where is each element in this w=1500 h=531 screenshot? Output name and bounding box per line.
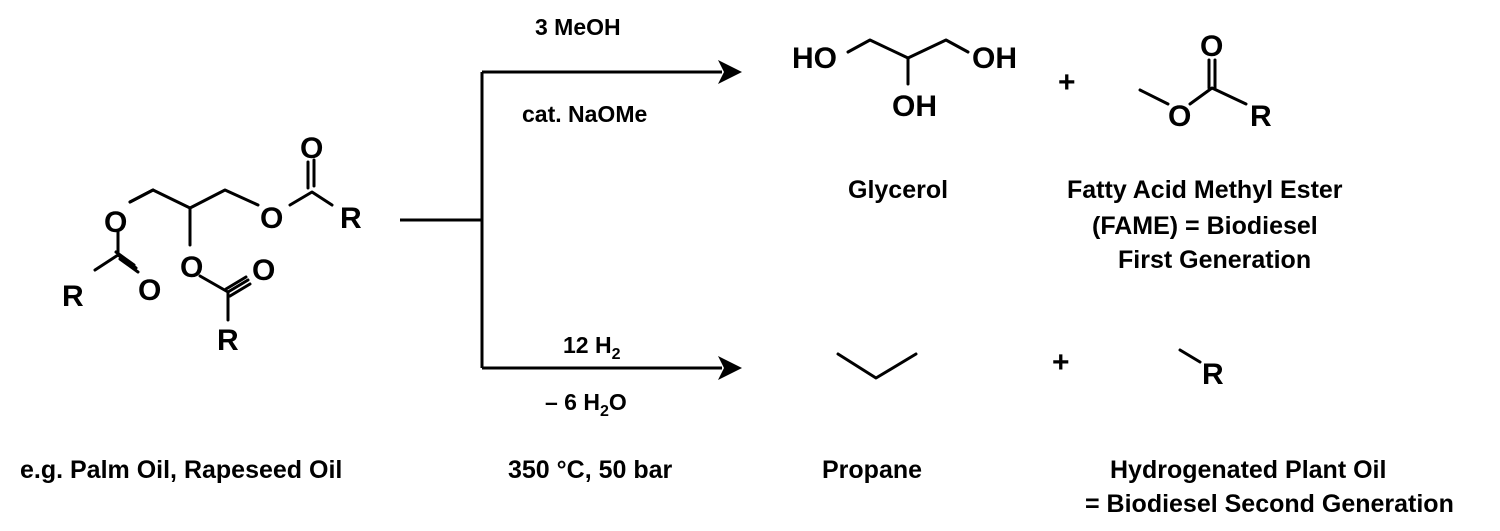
triglyceride-left-carbonyl-bond xyxy=(114,250,140,274)
glycerol-hydroxyl-middle: OH xyxy=(892,90,937,123)
triglyceride-middle-carbonyl-bond xyxy=(224,275,252,298)
triglyceride-carbonyl-oxygen-middle: O xyxy=(252,254,275,287)
triglyceride-r-left: R xyxy=(62,280,84,313)
alkane-r-group: R xyxy=(1202,358,1224,391)
fame-bonds xyxy=(1138,58,1248,106)
reaction-arrows xyxy=(400,60,742,380)
triglyceride-oxygen-middle: O xyxy=(180,251,203,284)
triglyceride-carbonyl-oxygen-right: O xyxy=(300,132,323,165)
propane-caption: Propane xyxy=(822,456,922,484)
triglyceride-middle-ester-bond xyxy=(188,206,250,322)
fame-carbonyl-oxygen: O xyxy=(1200,30,1223,63)
alkane-methyl-bond xyxy=(1178,348,1202,364)
triglyceride-right-ester-bond xyxy=(288,158,334,207)
reaction-conditions: 350 °C, 50 bar xyxy=(508,456,673,484)
glycerol-caption: Glycerol xyxy=(848,176,948,204)
starting-material-caption: e.g. Palm Oil, Rapeseed Oil xyxy=(20,456,342,484)
plus-sign-bottom: + xyxy=(1052,346,1070,379)
glycerol-structure: HO OH OH xyxy=(792,38,1017,123)
triglyceride-structure: O R O O O R O O R xyxy=(62,132,362,357)
plus-sign-top: + xyxy=(1058,66,1076,99)
reagent-water-main: – 6 H xyxy=(545,389,600,415)
reagent-hydrogen-main: 12 H xyxy=(563,332,612,358)
reagent-catalyst: cat. NaOMe xyxy=(522,101,647,127)
reagent-methanol: 3 MeOH xyxy=(535,14,621,40)
reagent-water-subscript: 2 xyxy=(600,403,609,420)
glycerol-hydroxyl-right: OH xyxy=(972,42,1017,75)
reagent-water-oxygen: O xyxy=(609,389,627,415)
alkane-structure: R xyxy=(1178,348,1224,391)
fame-structure: O O R xyxy=(1138,30,1272,133)
fame-caption-line2: (FAME) = Biodiesel xyxy=(1092,212,1318,240)
triglyceride-carbonyl-oxygen-left: O xyxy=(138,274,161,307)
reagent-hydrogen-subscript: 2 xyxy=(612,346,621,363)
propane-structure xyxy=(836,352,918,380)
fame-r-group: R xyxy=(1250,100,1272,133)
hvo-caption-line2: = Biodiesel Second Generation xyxy=(1085,490,1454,518)
glycerol-hydroxyl-left: HO xyxy=(792,42,837,75)
triglyceride-oxygen-left: O xyxy=(104,206,127,239)
triglyceride-r-middle: R xyxy=(217,324,239,357)
fame-caption-line3: First Generation xyxy=(1118,246,1311,274)
triglyceride-r-right: R xyxy=(340,202,362,235)
glycerol-bonds xyxy=(846,38,970,86)
top-arrowhead xyxy=(718,60,742,84)
reagent-hydrogen: 12 H2 xyxy=(563,332,621,363)
fame-ether-oxygen: O xyxy=(1168,100,1191,133)
fame-caption-line1: Fatty Acid Methyl Ester xyxy=(1067,176,1343,204)
bottom-arrowhead xyxy=(718,356,742,380)
triglyceride-oxygen-right: O xyxy=(260,202,283,235)
hvo-caption-line1: Hydrogenated Plant Oil xyxy=(1110,456,1386,484)
reagent-water-removed: – 6 H2O xyxy=(545,389,627,420)
